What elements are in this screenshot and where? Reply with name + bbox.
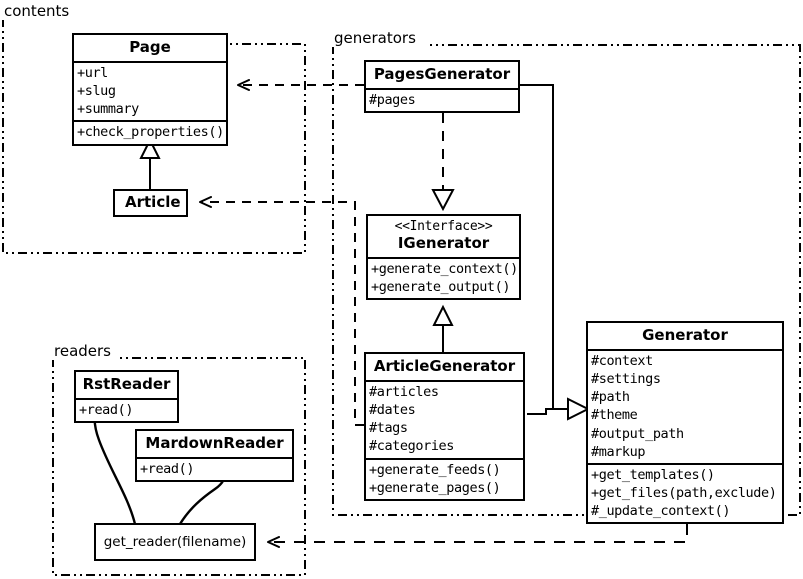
class-title-generator: Generator — [642, 326, 728, 344]
function-label-get-reader: get_reader(filename) — [103, 534, 247, 550]
attribute-row: #articles — [369, 384, 439, 401]
rel-pagesgenerator-realizes-igenerator — [431, 113, 455, 212]
attribute-row: #pages — [369, 92, 416, 109]
method-row: +read() — [79, 402, 134, 419]
method-row: +read() — [140, 461, 195, 478]
class-methods-article-generator: +generate_feeds() +generate_pages() — [366, 457, 523, 499]
method-row: +get_files(path,exclude) — [591, 484, 777, 501]
class-methods-igenerator: +generate_context() +generate_output() — [368, 257, 519, 298]
method-row: +generate_feeds() — [369, 461, 501, 478]
attribute-row: #path — [591, 389, 630, 406]
class-attributes-generator: #context #settings #path #theme #output_… — [588, 349, 782, 462]
method-row: #_update_context() — [591, 502, 731, 519]
class-title-mardown-reader: MardownReader — [145, 434, 284, 452]
attribute-row: #output_path — [591, 425, 684, 442]
rel-generators-generalize-generator — [520, 84, 591, 421]
package-label-readers: readers — [52, 342, 113, 360]
attribute-row: #context — [591, 353, 653, 370]
class-title-page: Page — [129, 38, 171, 56]
method-row: +get_templates() — [591, 466, 715, 483]
class-box-generator[interactable]: Generator #context #settings #path #them… — [586, 321, 784, 524]
class-box-rst-reader[interactable]: RstReader +read() — [74, 370, 179, 424]
class-methods-generator: +get_templates() +get_files(path,exclude… — [588, 462, 782, 522]
class-box-igenerator[interactable]: <<Interface>> IGenerator +generate_conte… — [366, 214, 521, 301]
rel-articlegenerator-depends-article — [199, 196, 364, 426]
class-box-pages-generator[interactable]: PagesGenerator #pages — [364, 60, 520, 114]
attribute-row: #categories — [369, 438, 455, 455]
attribute-row: #markup — [591, 443, 646, 460]
class-box-article[interactable]: Article — [113, 189, 188, 218]
class-title-igenerator: <<Interface>> IGenerator — [368, 216, 519, 257]
method-row: +check_properties() — [77, 124, 224, 141]
method-row: +generate_context() — [371, 261, 518, 278]
class-attributes-article-generator: #articles #dates #tags #categories — [366, 380, 523, 457]
attribute-row: #dates — [369, 402, 416, 419]
attribute-row: #theme — [591, 407, 638, 424]
rel-articlegenerator-generalizes-igenerator — [432, 304, 454, 355]
class-attributes-pages-generator: #pages — [366, 88, 518, 111]
package-frame-contents — [2, 18, 306, 254]
function-box-get-reader[interactable]: get_reader(filename) — [94, 523, 256, 561]
class-methods-rst-reader: +read() — [76, 398, 177, 421]
class-title-pages-generator: PagesGenerator — [373, 65, 511, 83]
method-row: +generate_pages() — [369, 479, 501, 496]
package-frame-generators — [332, 44, 801, 516]
attribute-row: #tags — [369, 420, 408, 437]
class-box-mardown-reader[interactable]: MardownReader +read() — [135, 429, 294, 483]
package-label-generators: generators — [332, 29, 418, 47]
attribute-row: #settings — [591, 371, 661, 388]
class-title-article: Article — [125, 193, 181, 211]
class-box-article-generator[interactable]: ArticleGenerator #articles #dates #tags … — [364, 352, 525, 501]
package-frame-readers — [52, 357, 306, 576]
class-attributes-page: +url +slug +summary — [74, 61, 226, 120]
class-title-article-generator: ArticleGenerator — [373, 357, 516, 375]
class-title-rst-reader: RstReader — [82, 375, 171, 393]
rel-article-generalizes-page — [139, 137, 161, 190]
attribute-row: +url — [77, 65, 108, 82]
package-label-contents: contents — [2, 2, 72, 20]
attribute-row: +slug — [77, 83, 116, 100]
class-methods-mardown-reader: +read() — [137, 457, 292, 480]
attribute-row: +summary — [77, 101, 139, 118]
class-methods-page: +check_properties() — [74, 120, 226, 143]
method-row: +generate_output() — [371, 279, 511, 296]
class-stereotype-igenerator: <<Interface>> — [394, 219, 493, 234]
class-box-page[interactable]: Page +url +slug +summary +check_properti… — [72, 33, 228, 146]
class-name-igenerator: IGenerator — [397, 233, 490, 252]
